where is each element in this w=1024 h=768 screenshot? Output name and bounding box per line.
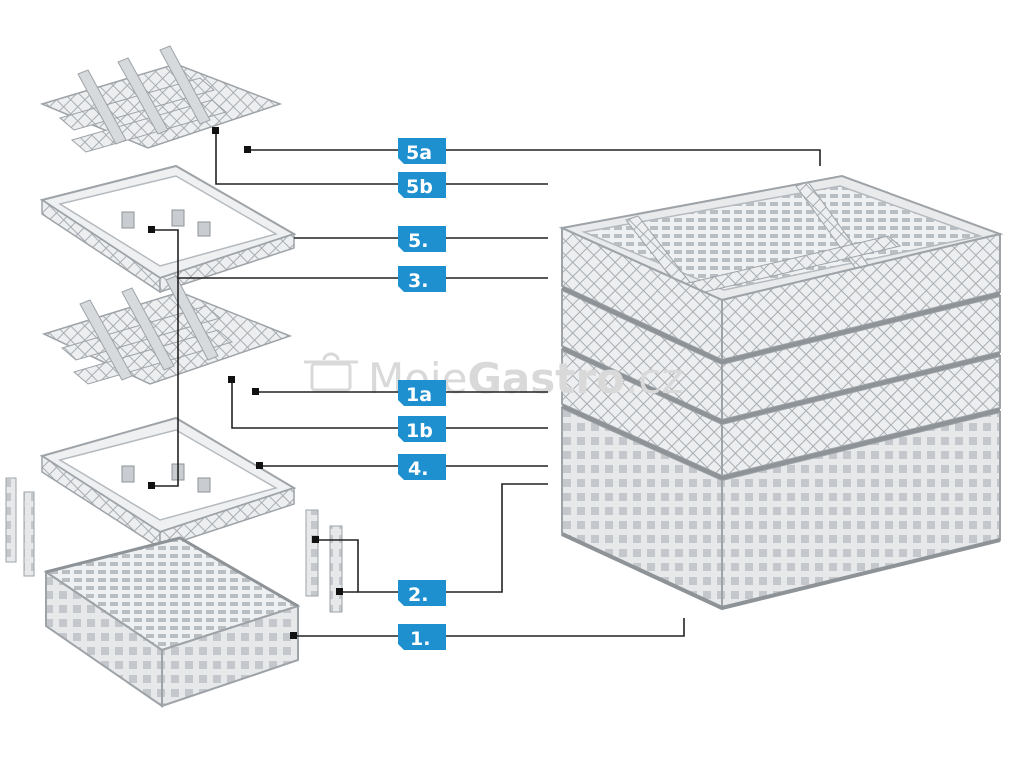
label-tag-4: 4. [398, 454, 446, 480]
side-clips-part-2 [305, 509, 343, 613]
label-tag-1a: 1a [398, 380, 446, 406]
watermark-part2: Gastro [467, 354, 624, 403]
label-2: 2. [408, 584, 428, 606]
label-tag-2: 2. [398, 580, 446, 606]
pot-icon [304, 352, 358, 392]
leader-5b [215, 130, 398, 185]
label-5b: 5b [406, 176, 433, 198]
side-clips-left [5, 477, 35, 577]
label-5a: 5a [406, 142, 432, 164]
label-5: 5. [408, 230, 428, 252]
label-tag-5a: 5a [398, 138, 446, 164]
divider-insert-top [39, 45, 283, 153]
assembled-rack [558, 174, 1004, 611]
extender-frame-top [39, 164, 297, 294]
label-tag-3: 3. [398, 266, 446, 292]
leader-1-right [446, 618, 685, 637]
leader-clips [152, 229, 179, 487]
svg-text:MojeGastro.cz: MojeGastro.cz [368, 354, 683, 403]
label-tag-1: 1. [398, 624, 446, 650]
label-1: 1. [410, 628, 430, 650]
watermark: MojeGastro.cz [304, 352, 683, 403]
label-4: 4. [408, 458, 428, 480]
label-1b: 1b [406, 420, 433, 442]
base-rack [43, 536, 301, 708]
extender-frame-lower [39, 416, 297, 550]
divider-insert-middle [41, 275, 293, 385]
watermark-part3: .cz [625, 354, 684, 403]
leader-1b [231, 380, 398, 429]
label-tag-5: 5. [398, 226, 446, 252]
label-tag-5b: 5b [398, 172, 446, 198]
label-3: 3. [408, 270, 428, 292]
label-tag-1b: 1b [398, 416, 446, 442]
leader-5a-right [446, 149, 821, 166]
leader-markers [148, 127, 343, 639]
leader-2 [316, 539, 398, 593]
leader-2-right [446, 483, 548, 593]
label-1a: 1a [406, 384, 432, 406]
